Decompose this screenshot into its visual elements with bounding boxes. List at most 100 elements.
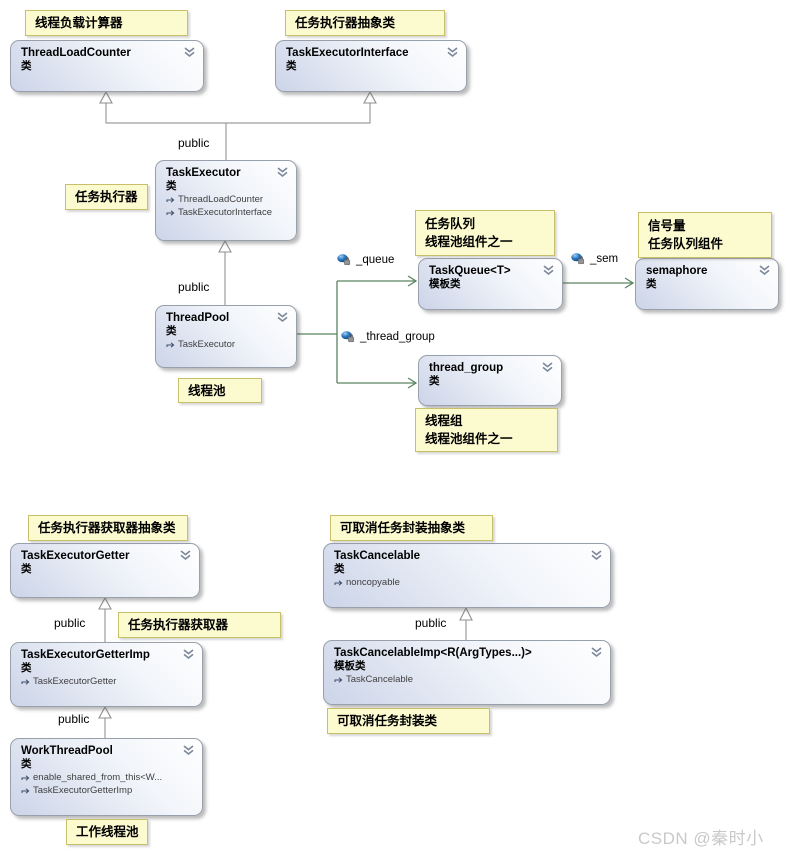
- collapse-chevron-icon[interactable]: [179, 550, 192, 561]
- class-kind-label: 类: [334, 563, 345, 575]
- inheritance-access-label: public: [56, 712, 92, 727]
- class-title: thread_group: [429, 362, 504, 374]
- note-task-executor-getter-abstract[interactable]: 任务执行器获取器抽象类: [28, 515, 188, 541]
- class-box-taskexecutorgetter[interactable]: TaskExecutorGetter 类: [10, 543, 200, 598]
- base-type-name: TaskExecutorInterface: [178, 207, 272, 218]
- note-thread-pool[interactable]: 线程池: [178, 378, 262, 403]
- base-type-item: TaskCancelable: [334, 674, 602, 686]
- note-thread-group[interactable]: 线程组 线程池组件之一: [415, 408, 558, 452]
- base-type-item: TaskExecutorInterface: [166, 207, 288, 219]
- collapse-chevron-icon[interactable]: [446, 47, 459, 58]
- note-text: 线程池: [188, 383, 226, 398]
- base-type-item: TaskExecutor: [166, 339, 288, 351]
- note-task-cancelable-imp[interactable]: 可取消任务封装类: [327, 708, 490, 734]
- base-type-item: TaskExecutorGetterImp: [21, 785, 194, 797]
- inherits-arrow-icon: [334, 676, 343, 684]
- class-kind-label: 类: [646, 278, 657, 290]
- class-title: ThreadPool: [166, 312, 230, 324]
- class-title: TaskExecutor: [166, 167, 241, 179]
- base-type-name: TaskExecutorGetterImp: [33, 785, 133, 796]
- inheritance-access-label: public: [413, 616, 449, 631]
- note-thread-load-counter[interactable]: 线程负载计算器: [25, 10, 188, 36]
- base-type-name: TaskExecutor: [178, 339, 236, 350]
- association-name: _thread_group: [360, 331, 435, 343]
- note-text: 任务执行器获取器: [128, 618, 229, 632]
- note-task-executor-abstract[interactable]: 任务执行器抽象类: [285, 10, 445, 36]
- class-box-thread-group[interactable]: thread_group 类: [418, 355, 562, 406]
- note-work-thread-pool[interactable]: 工作线程池: [66, 819, 148, 845]
- association-name: _queue: [356, 254, 395, 266]
- class-box-threadpool[interactable]: ThreadPool 类 TaskExecutor: [155, 305, 297, 368]
- collapse-chevron-icon[interactable]: [276, 167, 289, 178]
- inherits-arrow-icon: [166, 341, 175, 349]
- collapse-chevron-icon[interactable]: [183, 47, 196, 58]
- inheritance-access-label: public: [52, 616, 88, 631]
- class-title: TaskCancelable: [334, 550, 421, 562]
- note-text: 工作线程池: [76, 825, 139, 839]
- class-kind-label: 类: [21, 60, 32, 72]
- collapse-chevron-icon[interactable]: [758, 265, 771, 276]
- class-title: semaphore: [646, 265, 708, 277]
- association-label-queue: _queue: [337, 253, 395, 267]
- inheritance-access-label: public: [176, 136, 212, 151]
- association-name: _sem: [590, 253, 619, 265]
- association-label-sem: _sem: [571, 252, 619, 266]
- class-box-taskcancelableimp[interactable]: TaskCancelableImp<R(ArgTypes...)> 模板类 Ta…: [323, 640, 611, 705]
- note-task-cancelable-abstract[interactable]: 可取消任务封装抽象类: [330, 515, 493, 541]
- note-text: 任务队列组件: [648, 237, 724, 251]
- class-box-taskexecutor[interactable]: TaskExecutor 类 ThreadLoadCounter TaskExe…: [155, 160, 297, 241]
- note-task-executor[interactable]: 任务执行器: [65, 184, 148, 210]
- inherits-arrow-icon: [21, 787, 30, 795]
- note-task-executor-getter[interactable]: 任务执行器获取器: [118, 612, 281, 638]
- collapse-chevron-icon[interactable]: [542, 265, 555, 276]
- inherits-arrow-icon: [334, 579, 343, 587]
- collapse-chevron-icon[interactable]: [276, 312, 289, 323]
- collapse-chevron-icon[interactable]: [590, 550, 603, 561]
- class-title: TaskExecutorInterface: [286, 47, 409, 59]
- class-kind-label: 类: [21, 758, 32, 770]
- note-text: 线程组: [425, 414, 463, 428]
- base-type-item: noncopyable: [334, 577, 602, 589]
- association-label-thread-group: _thread_group: [341, 330, 435, 344]
- base-type-name: TaskCancelable: [346, 674, 414, 685]
- inherits-arrow-icon: [21, 774, 30, 782]
- base-type-name: noncopyable: [346, 577, 400, 588]
- class-box-workthreadpool[interactable]: WorkThreadPool 类 enable_shared_from_this…: [10, 738, 203, 816]
- note-text: 线程负载计算器: [35, 16, 123, 30]
- note-text: 任务队列: [425, 217, 476, 231]
- note-text: 信号量: [648, 219, 686, 233]
- inherits-arrow-icon: [21, 678, 30, 686]
- class-title: TaskExecutorGetterImp: [21, 649, 150, 661]
- note-text: 任务执行器获取器抽象类: [38, 521, 176, 535]
- class-box-taskexecutorinterface[interactable]: TaskExecutorInterface 类: [275, 40, 467, 92]
- class-kind-label: 模板类: [429, 278, 461, 290]
- class-kind-label: 类: [21, 662, 32, 674]
- class-kind-label: 类: [429, 375, 440, 387]
- class-box-semaphore[interactable]: semaphore 类: [635, 258, 779, 310]
- note-task-queue[interactable]: 任务队列 线程池组件之一: [415, 210, 555, 256]
- collapse-chevron-icon[interactable]: [182, 745, 195, 756]
- note-text: 线程池组件之一: [425, 432, 513, 446]
- base-type-item: TaskExecutorGetter: [21, 676, 194, 688]
- note-text: 任务执行器: [75, 190, 138, 204]
- note-text: 任务执行器抽象类: [295, 16, 396, 30]
- class-kind-label: 类: [21, 563, 32, 575]
- inheritance-access-label: public: [176, 280, 212, 295]
- class-title: ThreadLoadCounter: [21, 47, 131, 59]
- class-title: TaskQueue<T>: [429, 265, 511, 277]
- class-box-taskqueue[interactable]: TaskQueue<T> 模板类: [418, 258, 563, 310]
- note-semaphore[interactable]: 信号量 任务队列组件: [638, 212, 772, 258]
- collapse-chevron-icon[interactable]: [590, 647, 603, 658]
- class-kind-label: 模板类: [334, 660, 366, 672]
- class-box-threadloadcounter[interactable]: ThreadLoadCounter 类: [10, 40, 204, 92]
- base-type-item: ThreadLoadCounter: [166, 194, 288, 206]
- class-kind-label: 类: [166, 180, 177, 192]
- base-type-name: enable_shared_from_this<W...: [33, 772, 163, 783]
- collapse-chevron-icon[interactable]: [541, 362, 554, 373]
- collapse-chevron-icon[interactable]: [182, 649, 195, 660]
- class-box-taskcancelable[interactable]: TaskCancelable 类 noncopyable: [323, 543, 611, 608]
- class-title: TaskCancelableImp<R(ArgTypes...)>: [334, 647, 532, 659]
- inherits-arrow-icon: [166, 209, 175, 217]
- class-box-taskexecutorgetterimp[interactable]: TaskExecutorGetterImp 类 TaskExecutorGett…: [10, 642, 203, 707]
